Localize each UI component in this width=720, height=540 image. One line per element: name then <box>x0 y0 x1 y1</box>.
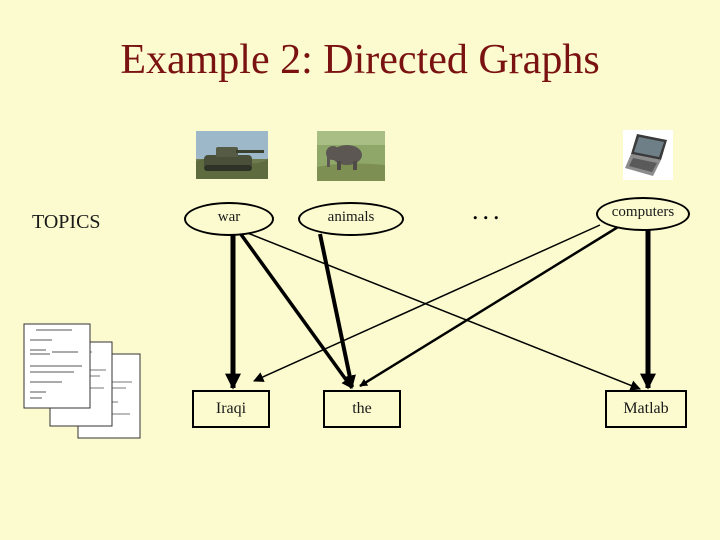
more-topics-ellipsis: ... <box>472 196 504 225</box>
topic-animals: animals <box>298 202 404 236</box>
documents-stack <box>23 323 141 439</box>
topic-war: war <box>184 202 274 236</box>
edge-animals-iraqi <box>253 224 601 382</box>
elephant-photo <box>317 131 385 181</box>
topic-computers: computers <box>596 197 690 231</box>
edge-war-the <box>238 231 354 390</box>
edge-war-matlab <box>244 231 641 391</box>
laptop-photo <box>623 130 673 180</box>
edge-computers-the <box>359 225 619 388</box>
topics-label: TOPICS <box>32 211 101 233</box>
tank-photo <box>196 131 268 179</box>
word-iraqi: Iraqi <box>192 390 270 428</box>
word-matlab: Matlab <box>605 390 687 428</box>
edge-animals-the <box>318 233 356 389</box>
word-the: the <box>323 390 401 428</box>
slide-title: Example 2: Directed Graphs <box>120 37 600 83</box>
